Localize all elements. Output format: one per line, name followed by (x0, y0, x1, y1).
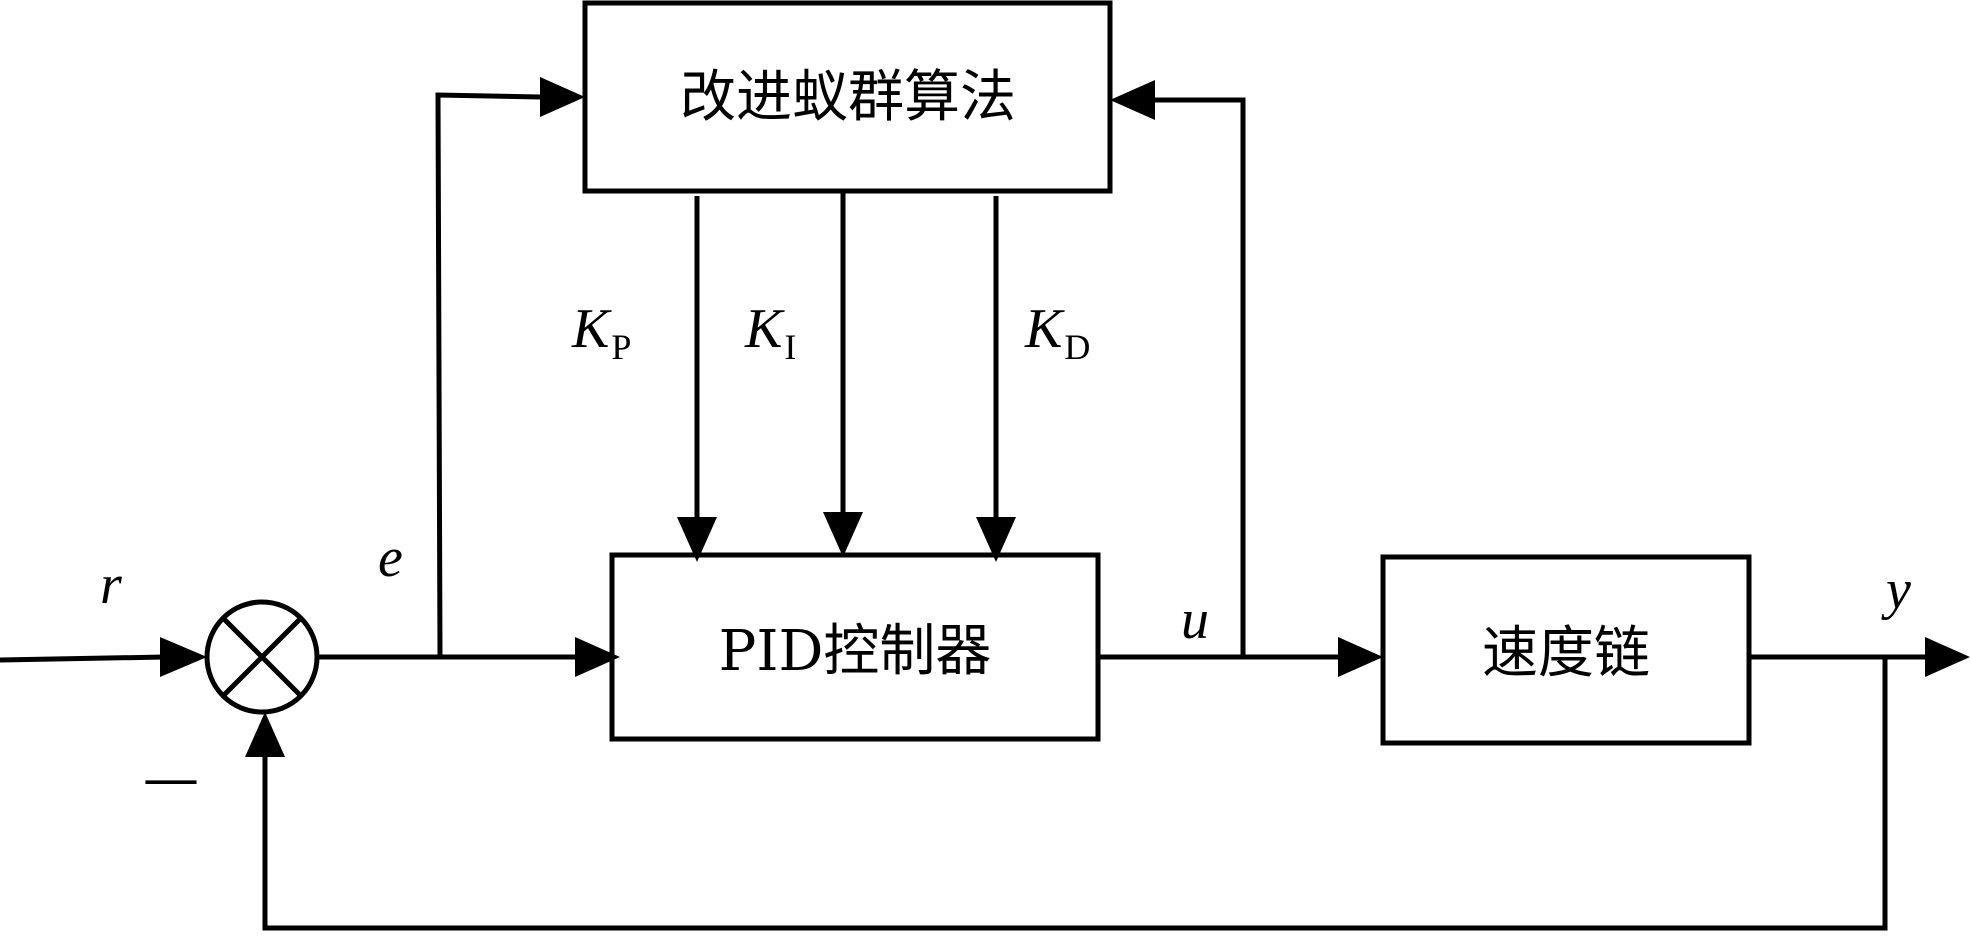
kd-label: KD (1024, 298, 1090, 367)
pid-controller-label: PID控制器 (719, 619, 992, 684)
input-r-arrow (0, 637, 207, 677)
ki-subscript: I (784, 327, 796, 367)
output-label: y (1881, 559, 1911, 621)
kp-subscript: P (611, 327, 631, 367)
error-to-optimizer-arrow (435, 77, 585, 658)
ki-arrow (823, 191, 863, 557)
ki-symbol: K (744, 298, 785, 360)
plant-block: 速度链 (1380, 554, 1752, 746)
error-signal-arrow (317, 637, 620, 677)
control-to-optimizer-arrow (1110, 80, 1246, 657)
error-label: e (378, 527, 403, 589)
kd-arrow (976, 196, 1016, 562)
output-y-arrow (1749, 637, 1970, 677)
reference-label: r (100, 554, 122, 616)
control-signal-arrow (1098, 637, 1383, 677)
kp-symbol: K (571, 298, 612, 360)
optimizer-block: 改进蚁群算法 (582, 0, 1113, 194)
feedback-sign-label: — (143, 746, 199, 811)
kd-symbol: K (1024, 298, 1065, 360)
optimizer-label: 改进蚁群算法 (680, 65, 1016, 130)
kp-arrow (677, 196, 717, 562)
ki-label: KI (744, 298, 796, 367)
kd-subscript: D (1064, 327, 1090, 367)
summing-junction (204, 599, 320, 715)
plant-label: 速度链 (1482, 621, 1650, 686)
pid-controller-block: PID控制器 (609, 552, 1101, 742)
kp-label: KP (571, 298, 631, 367)
feedback-loop-arrow (245, 657, 1888, 931)
control-label: u (1181, 589, 1209, 651)
